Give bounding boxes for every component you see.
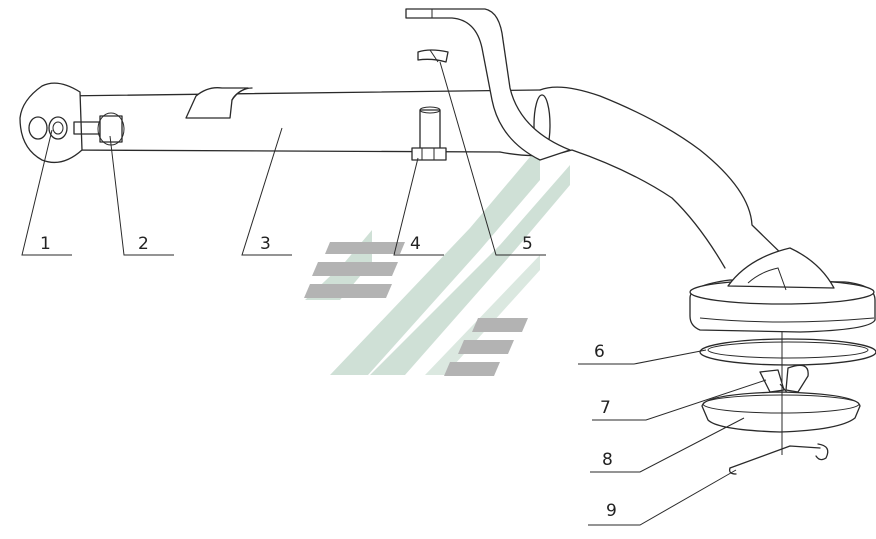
leader-line-4 bbox=[393, 157, 444, 256]
callout-group: 1 2 3 4 5 6 7 8 9 bbox=[21, 61, 767, 526]
leader-line-8 bbox=[590, 417, 745, 473]
leader-line-2 bbox=[109, 135, 174, 256]
callout-label-9: 9 bbox=[606, 501, 617, 521]
leader-line-6 bbox=[578, 349, 707, 365]
callout-label-4: 4 bbox=[410, 234, 421, 254]
watermark-bar bbox=[312, 262, 398, 276]
callout-label-7: 7 bbox=[600, 398, 611, 418]
main-tube bbox=[52, 87, 541, 153]
watermark-bar bbox=[444, 362, 500, 376]
leader-line-3 bbox=[241, 127, 292, 256]
watermark-bar bbox=[472, 318, 528, 332]
watermark-logo bbox=[304, 145, 570, 376]
strainer-housing bbox=[689, 247, 876, 333]
callout-label-5: 5 bbox=[522, 234, 533, 254]
callout-label-1: 1 bbox=[40, 234, 51, 254]
watermark-bar bbox=[458, 340, 514, 354]
part-6-gasket bbox=[699, 338, 876, 366]
watermark-bar bbox=[325, 242, 405, 254]
support-bracket bbox=[405, 8, 571, 161]
watermark-chevron-green bbox=[425, 255, 540, 375]
watermark-bar bbox=[304, 284, 392, 298]
leader-line-1 bbox=[21, 129, 72, 256]
part-8-strainer-cup bbox=[701, 391, 861, 433]
bent-tube bbox=[499, 86, 791, 269]
callout-label-2: 2 bbox=[138, 234, 149, 254]
leader-line-9 bbox=[588, 469, 737, 526]
leader-line-5 bbox=[439, 61, 546, 256]
callout-label-3: 3 bbox=[260, 234, 271, 254]
part-5-clip bbox=[417, 49, 449, 63]
part-9-spring-clip bbox=[728, 443, 829, 475]
part-1-flange bbox=[19, 82, 83, 164]
part-2-bolt bbox=[73, 112, 125, 146]
callout-label-8: 8 bbox=[602, 450, 613, 470]
part-4-bolt bbox=[411, 106, 447, 161]
callout-label-6: 6 bbox=[594, 342, 605, 362]
part-7-wing-nut bbox=[759, 364, 809, 397]
leader-line-7 bbox=[592, 379, 767, 421]
